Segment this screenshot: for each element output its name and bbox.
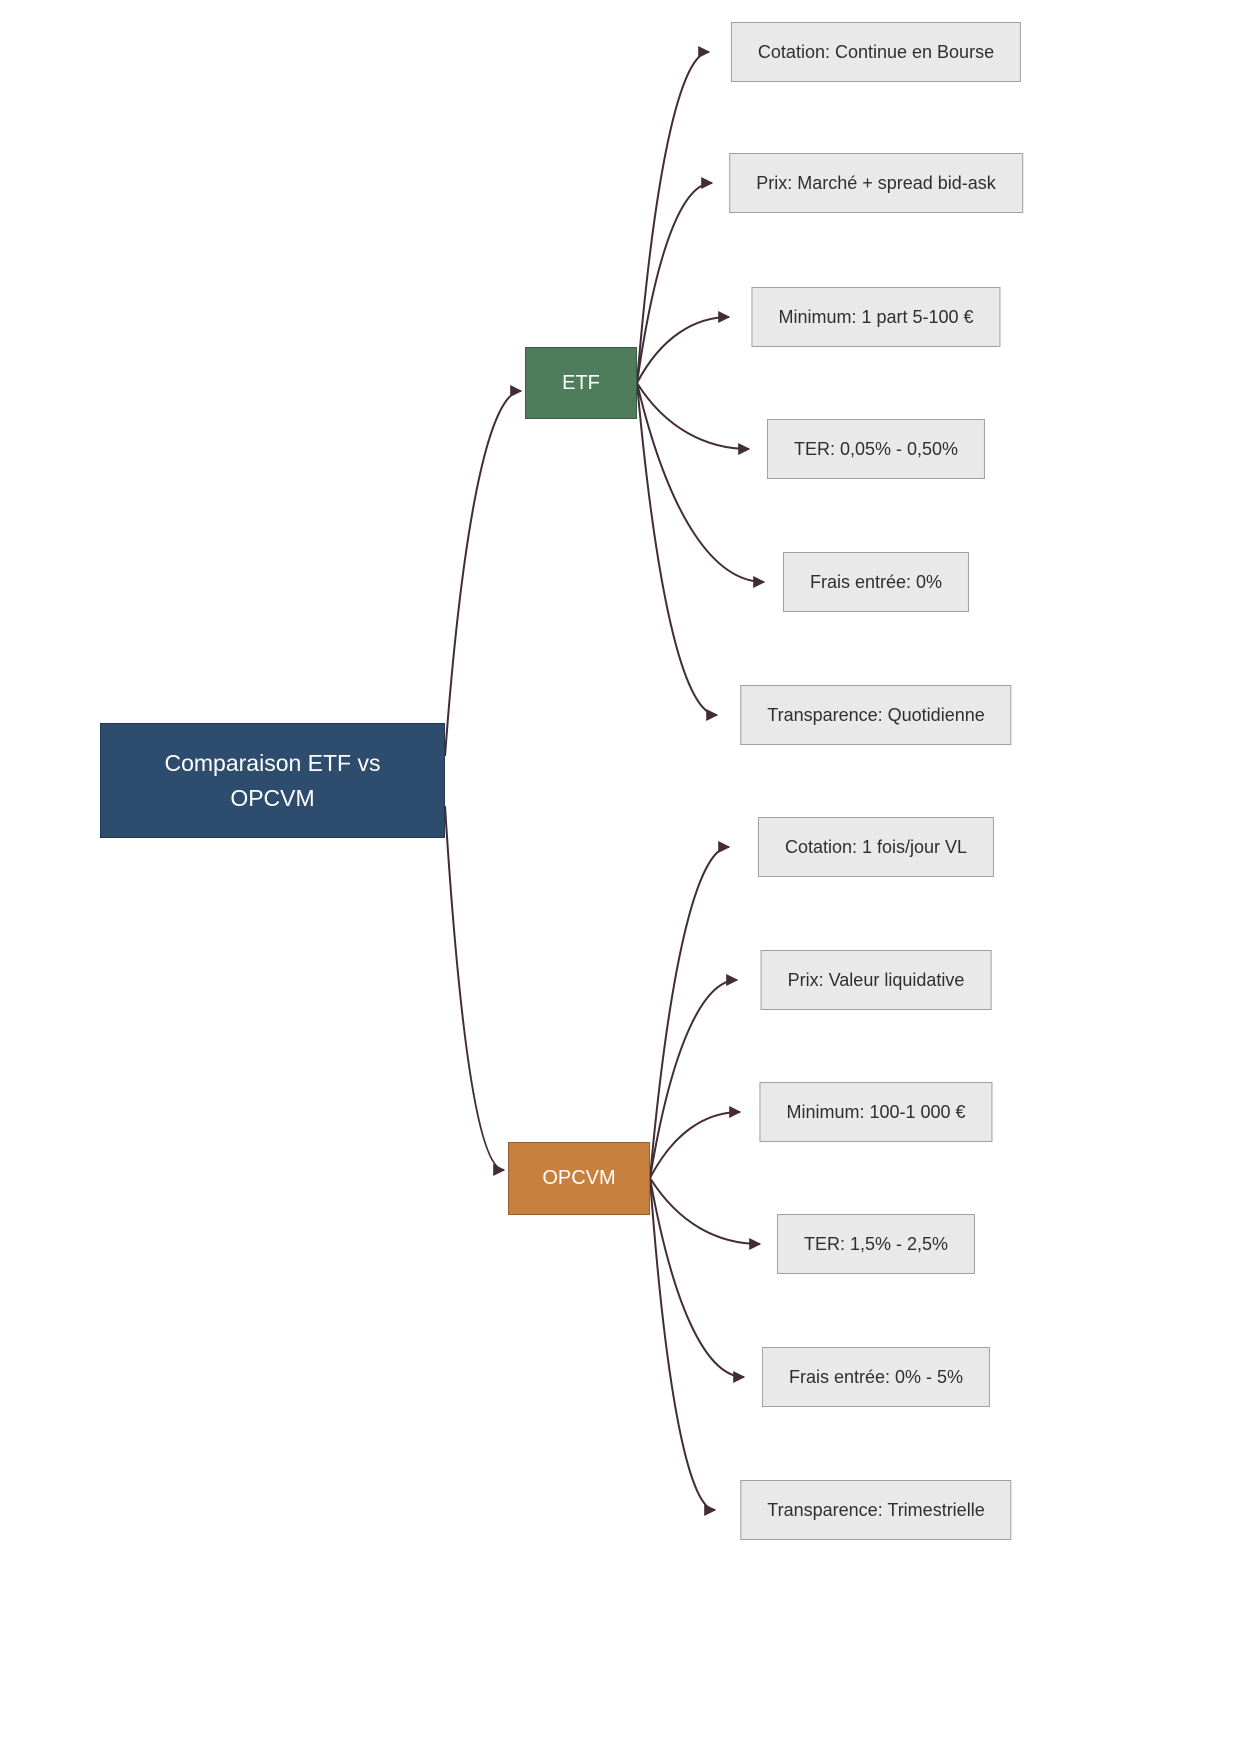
edge-etf-frais [636,382,766,588]
opcvm-leaf-minimum: Minimum: 100-1 000 € [759,1082,993,1142]
etf-leaf-transparence: Transparence: Quotidienne [740,685,1012,745]
etf-leaf-frais: Frais entrée: 0% [782,552,970,612]
edge-etf-prix [636,177,714,384]
root-node: Comparaison ETF vs OPCVM [100,723,445,838]
etf-leaf-minimum: Minimum: 1 part 5-100 € [751,287,1001,347]
edge-root-opcvm [444,805,506,1176]
opcvm-leaf-frais: Frais entrée: 0% - 5% [761,1347,991,1407]
etf-leaf-prix: Prix: Marché + spread bid-ask [729,153,1023,213]
edge-opcvm-prix [649,974,739,1179]
edge-opcvm-transparence [649,1177,717,1516]
etf-leaf-ter: TER: 0,05% - 0,50% [766,419,986,479]
opcvm-leaf-transparence: Transparence: Trimestrielle [740,1480,1012,1540]
etf-leaf-cotation: Cotation: Continue en Bourse [730,22,1022,82]
edge-etf-transparence [636,382,719,721]
opcvm-leaf-ter: TER: 1,5% - 2,5% [776,1214,976,1274]
edge-opcvm-cotation [649,841,731,1179]
etf-node: ETF [525,347,637,419]
opcvm-leaf-prix: Prix: Valeur liquidative [760,950,992,1010]
edge-etf-ter [636,382,751,455]
edge-opcvm-ter [649,1177,762,1250]
edge-opcvm-frais [649,1177,746,1383]
edge-opcvm-minimum [649,1106,742,1179]
opcvm-leaf-cotation: Cotation: 1 fois/jour VL [757,817,995,877]
edge-etf-minimum [636,311,731,384]
edge-root-etf [444,385,523,757]
edge-etf-cotation [636,46,711,384]
opcvm-node: OPCVM [508,1142,650,1215]
